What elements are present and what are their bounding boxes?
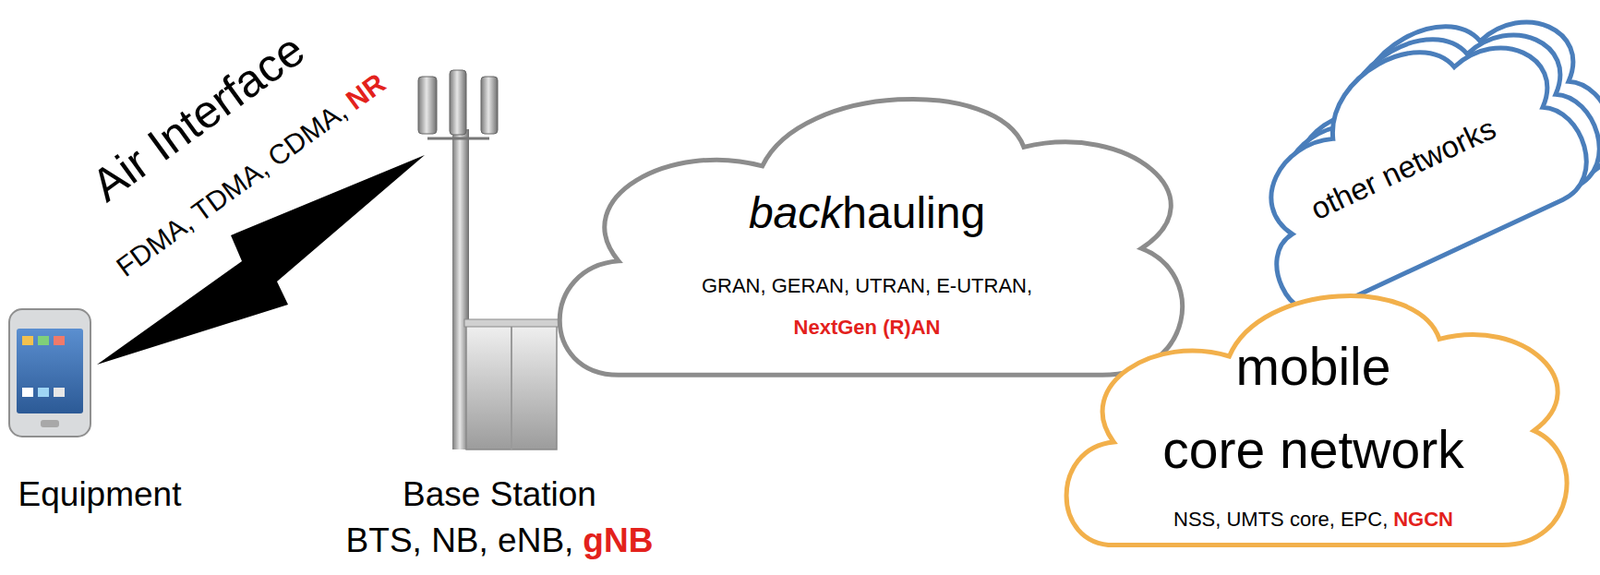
home-button	[40, 420, 60, 428]
phone-icon	[9, 309, 91, 437]
text-line: NextGen (R)AN	[793, 315, 941, 339]
app-icon	[22, 387, 34, 397]
network-cloud: backhaulingGRAN, GERAN, UTRAN, E-UTRAN, N…	[540, 71, 1194, 388]
text-line: GRAN, GERAN, UTRAN, E-UTRAN,	[701, 275, 1033, 299]
app-icon	[53, 387, 65, 397]
phone-screen	[16, 328, 84, 414]
text-line: core network	[1162, 421, 1464, 482]
base-station-tower	[418, 70, 559, 450]
antenna-panel	[418, 76, 437, 134]
text-line: backhauling	[748, 188, 986, 240]
network-cloud: other networks	[1227, 41, 1579, 273]
diagram-text: back	[748, 188, 843, 240]
text-line: NSS, UMTS core, EPC,NGCN	[1173, 507, 1454, 531]
diagram-text: core network	[1162, 421, 1464, 482]
label-line: BTS, NB, eNB,gNB	[346, 521, 654, 562]
diagram-text: hauling	[842, 188, 986, 240]
network-cloud: mobile core networkNSS, UMTS core, EPC,NG…	[1050, 270, 1576, 557]
cloud-outline	[1066, 296, 1567, 546]
app-icon	[22, 336, 34, 346]
app-icon	[53, 336, 65, 346]
text-line: mobile	[1236, 337, 1392, 399]
antenna-bar	[427, 137, 490, 141]
equipment-cabinet	[466, 324, 557, 450]
highlight-term: gNB	[582, 521, 653, 562]
app-icon	[37, 336, 49, 346]
cloud-outline	[1214, 0, 1600, 324]
antenna-panel	[481, 76, 498, 134]
antenna-panel	[449, 70, 467, 135]
app-icon	[37, 387, 49, 397]
cabinet-divider	[510, 324, 513, 450]
diagram-text: mobile	[1236, 337, 1392, 399]
phone-body	[9, 309, 91, 437]
label-line: Air Interface	[82, 24, 315, 214]
label-line: Equipment	[18, 475, 182, 516]
diagram-text: Equipment	[18, 475, 182, 516]
cloud-outline	[559, 98, 1182, 375]
diagram-text: GRAN, GERAN, UTRAN, E-UTRAN,	[701, 275, 1033, 299]
highlight-term: NGCN	[1393, 507, 1454, 531]
label-line: Base Station	[402, 475, 597, 516]
highlight-term: NextGen (R)AN	[793, 315, 941, 339]
diagram-text: Base Station	[402, 475, 597, 516]
diagram-text: Air Interface	[82, 24, 315, 214]
diagram-text: BTS, NB, eNB,	[346, 521, 575, 562]
diagram-text: NSS, UMTS core, EPC,	[1173, 507, 1388, 531]
highlight-term: NR	[340, 67, 392, 117]
cabinet-roof	[464, 319, 559, 327]
